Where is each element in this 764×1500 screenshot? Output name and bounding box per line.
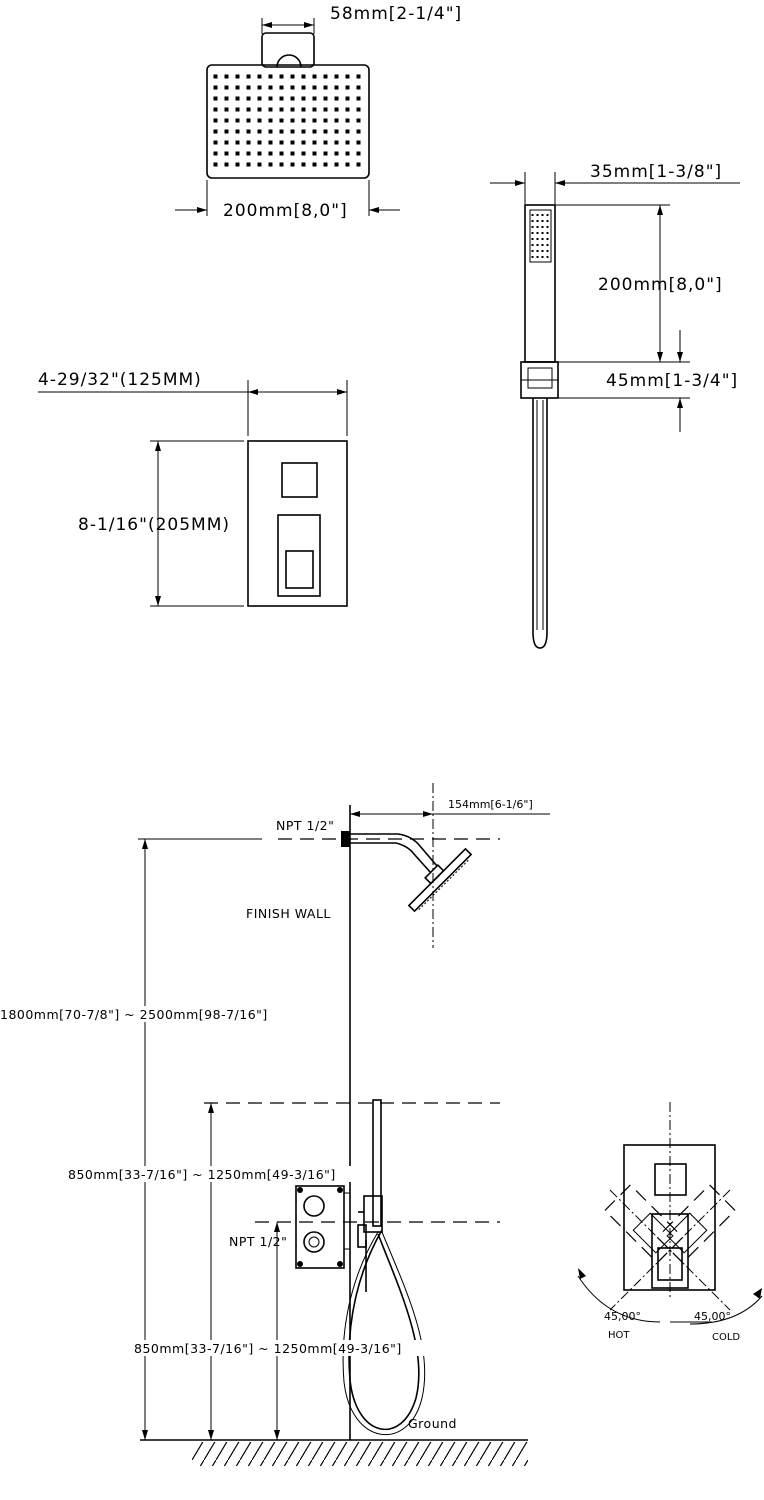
valve-handle-base [277,514,321,597]
arm-reach-label: 154mm[6-1/6"] [448,798,533,811]
cold-label: COLD [712,1332,740,1343]
rough-in-valve-body [295,1185,351,1269]
valve-port-upper [303,1195,325,1217]
hot-angle-arc [577,1275,661,1323]
showerhead-plate [206,64,370,179]
holder-height-label: 45mm[1-3/4"] [606,371,738,391]
showerhead-width-dimension: 200mm[8,0"] [175,180,400,221]
showerhead-width-label: 200mm[8,0"] [223,201,348,221]
hand-shower-width-label: 35mm[1-3/8"] [590,162,722,182]
valve-port-lower [303,1231,325,1253]
head-height-label: 1800mm[70-7/8"] ~ 2500mm[98-7/16"] [0,1007,268,1022]
valve-trim-plate [247,440,348,607]
trim-height-dimension: 8-1/16"(205MM) [78,440,244,607]
trim-height-label: 8-1/16"(205MM) [78,515,230,535]
hand-shower-width-dimension: 35mm[1-3/8"] [490,162,740,204]
arm-connector-icon [276,54,302,68]
hand-shower-height-label: 200mm[8,0"] [598,275,723,295]
holder-height-dimension: 45mm[1-3/4"] [558,330,738,432]
arm-width-dimension: 58mm[2-1/4"] [261,4,462,34]
shower-arm [350,833,438,867]
finish-wall-label: FINISH WALL [246,906,331,921]
handle-rotation-detail: 45,00° HOT 45,00° COLD [577,1102,763,1343]
valve-height-label: 850mm[33-7/16"] ~ 1250mm[49-3/16"] [134,1341,402,1356]
arm-width-label: 58mm[2-1/4"] [330,4,462,24]
hot-angle-label: 45,00° [604,1310,641,1323]
cold-angle-label: 45,00° [694,1310,731,1323]
installed-hose [348,1229,420,1431]
hot-label: HOT [608,1330,630,1341]
trim-width-dimension: 4-29/32"(125MM) [38,370,348,436]
valve-handle [285,550,314,589]
holder-height-label-install: 850mm[33-7/16"] ~ 1250mm[49-3/16"] [68,1167,336,1182]
spray-face [529,209,552,263]
trim-plate-outline [247,440,348,607]
ground-label: Ground [408,1416,457,1431]
hand-shower-hose [532,398,548,649]
arm-mount-plate [261,32,315,68]
trim-width-label: 4-29/32"(125MM) [38,370,202,390]
installation-elevation: 154mm[6-1/6"] NPT 1/2" FINISH WALL 1800m… [0,783,550,1466]
cold-angle-arc [689,1295,763,1325]
npt-top-label: NPT 1/2" [276,818,334,833]
hand-shower [520,204,559,649]
ground-hatch [192,1442,528,1466]
hand-shower-height-dimension: 200mm[8,0"] [555,204,723,363]
spray-nozzles [531,212,550,260]
wall-elbow-outlet [363,1195,383,1233]
rain-showerhead-top-view [206,32,370,179]
hand-shower-installed [372,1099,382,1227]
npt-valve-label: NPT 1/2" [229,1234,287,1249]
diverter-knob [281,462,318,498]
nozzle-grid [212,71,364,172]
